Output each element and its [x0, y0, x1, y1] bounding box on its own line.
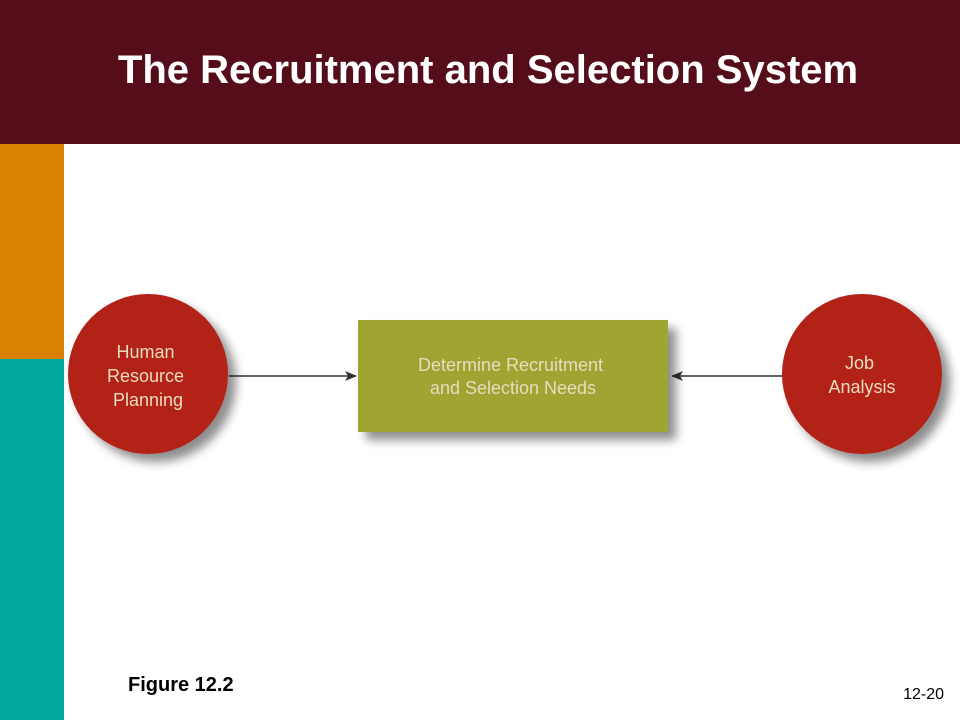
accent-bar-teal — [0, 359, 64, 720]
figure-caption: Figure 12.2 — [128, 674, 234, 696]
node-job-analysis: Job Analysis — [782, 294, 942, 454]
accent-bar-orange — [0, 144, 64, 359]
title-bar — [0, 0, 960, 144]
svg-text:Human Resource Pla: Human Resource Planning — [107, 342, 189, 410]
node-label-line: Human — [116, 342, 174, 362]
node-determine-needs: Determine Recruitment and Selection Need… — [358, 320, 668, 432]
node-label-line: Job — [845, 353, 874, 373]
slide-number: 12-20 — [903, 686, 944, 703]
node-label-line: Resource — [107, 366, 184, 386]
node-label-line: Determine Recruitment — [418, 355, 603, 375]
slide-title: The Recruitment and Selection System — [117, 48, 859, 92]
node-label-line: Analysis — [828, 377, 895, 397]
node-label-line: and Selection Needs — [430, 378, 596, 398]
node-label-line: Planning — [113, 390, 183, 410]
svg-text:Job Analysis: Job Analysis — [828, 353, 895, 397]
node-human-resource-planning: Human Resource Planning — [68, 294, 228, 454]
svg-text:Determine Recruitment an: Determine Recruitment and Selection Need… — [418, 355, 608, 398]
